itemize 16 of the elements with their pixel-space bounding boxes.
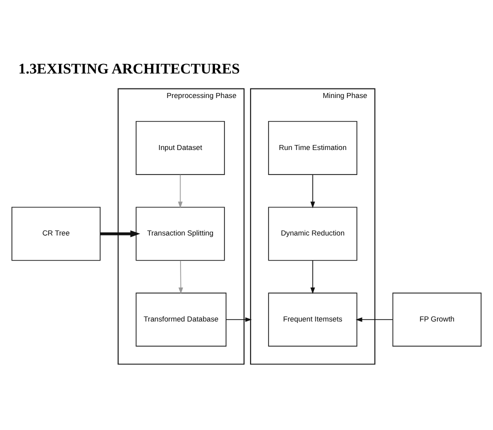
arrow — [310, 174, 315, 208]
diagram-title: 1.3EXISTING ARCHITECTURES — [18, 61, 240, 78]
node-box: Dynamic Reduction — [268, 206, 358, 261]
node-box: Frequent Itemsets — [268, 292, 358, 347]
arrow — [356, 317, 393, 322]
node-box: Input Dataset — [136, 121, 225, 175]
node-box: Transaction Splitting — [136, 206, 225, 261]
arrow — [178, 174, 183, 208]
arrow — [226, 317, 252, 322]
node-box: Transformed Database — [136, 292, 226, 347]
node-box: FP Growth — [392, 292, 482, 347]
node-box: Run Time Estimation — [268, 121, 358, 175]
arrow — [100, 230, 140, 238]
arrow — [178, 260, 184, 294]
arrow — [310, 260, 315, 294]
node-box: CR Tree — [11, 206, 101, 261]
